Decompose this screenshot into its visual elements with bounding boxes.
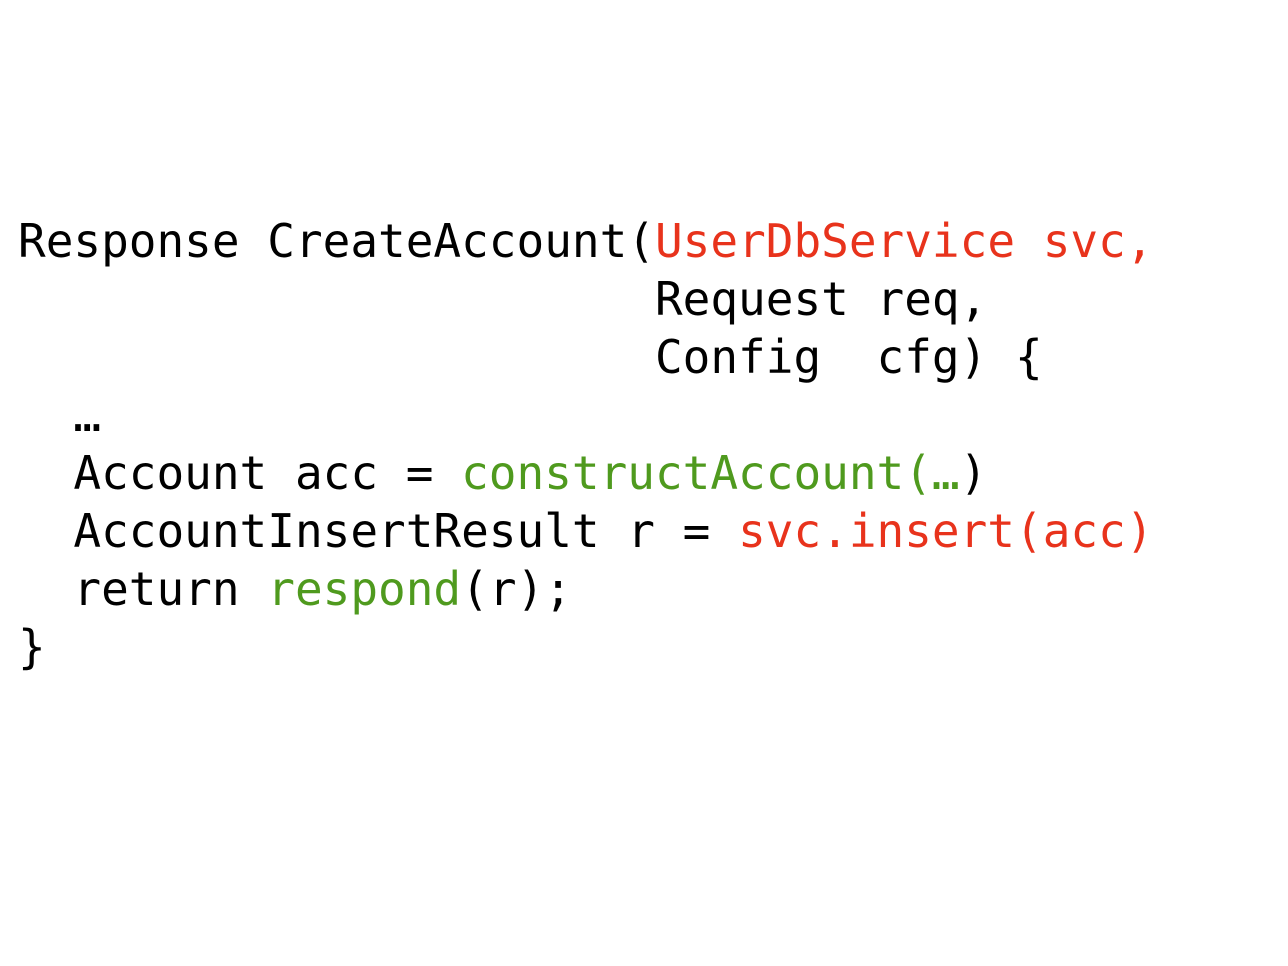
code-token-red: svc.insert(acc) xyxy=(738,504,1154,558)
code-token: return xyxy=(18,562,268,616)
code-token: Request req, xyxy=(18,272,988,326)
code-token: ) xyxy=(959,446,988,500)
code-line: … xyxy=(18,386,1153,444)
code-line: Request req, xyxy=(18,270,1153,328)
code-token: … xyxy=(18,388,102,442)
code-line: Config cfg) { xyxy=(18,328,1153,386)
code-token: (r); xyxy=(461,562,572,616)
code-token-red: UserDbService svc, xyxy=(654,214,1154,268)
code-token: Response CreateAccount( xyxy=(18,214,655,268)
code-block: Response CreateAccount(UserDbService svc… xyxy=(18,212,1153,676)
code-token-green: constructAccount(… xyxy=(461,446,960,500)
code-line: AccountInsertResult r = svc.insert(acc) xyxy=(18,502,1153,560)
code-line: } xyxy=(18,618,1153,676)
code-token: Account acc = xyxy=(18,446,462,500)
code-token: } xyxy=(18,620,46,674)
code-line: Account acc = constructAccount(…) xyxy=(18,444,1153,502)
code-token: Config cfg) { xyxy=(18,330,1043,384)
code-line: Response CreateAccount(UserDbService svc… xyxy=(18,212,1153,270)
code-token: AccountInsertResult r = xyxy=(18,504,739,558)
code-token-green: respond xyxy=(267,562,462,616)
code-line: return respond(r); xyxy=(18,560,1153,618)
